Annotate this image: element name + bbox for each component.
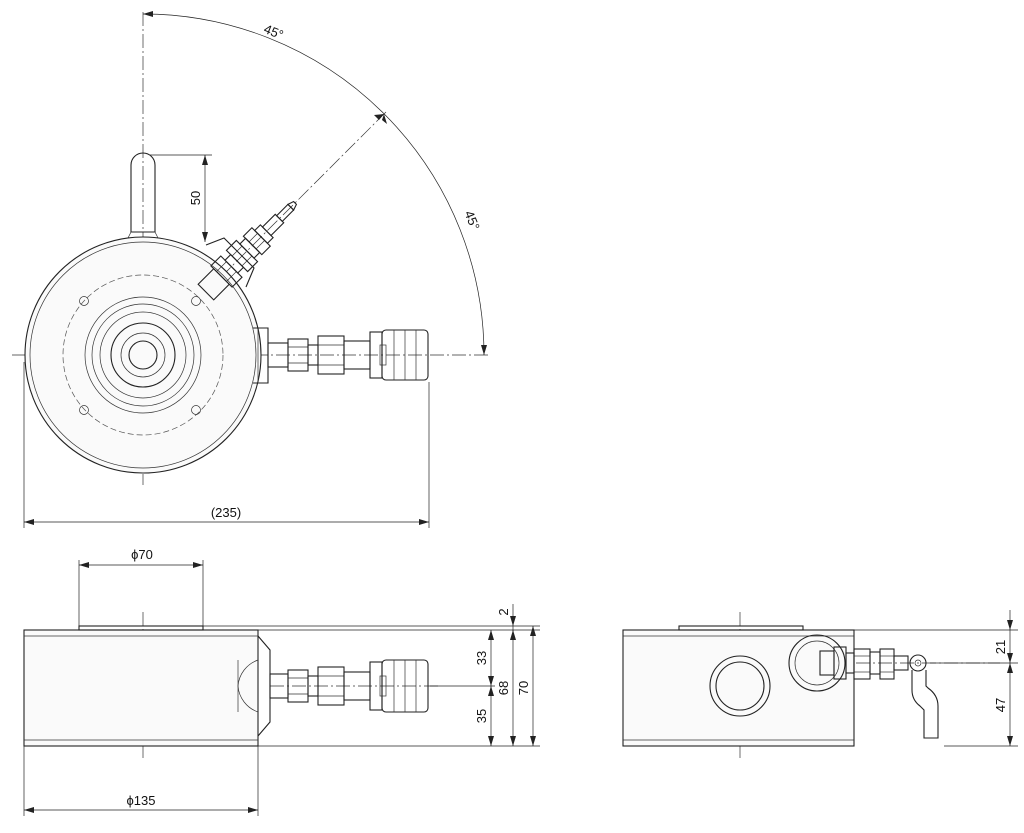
bolt-hole <box>79 405 89 415</box>
bolt-hole <box>79 296 89 306</box>
dimension-top-diameter <box>78 560 204 626</box>
diagonal-fitting <box>197 200 298 301</box>
angle-upper-label: 45° <box>262 21 286 42</box>
port-lower-label: 35 <box>474 709 489 723</box>
top-view: 50 45° 45° (235) <box>12 11 488 528</box>
port-upper-label: 33 <box>474 651 489 665</box>
dimension-front-heights <box>203 604 540 747</box>
side-port-lug <box>788 634 846 692</box>
cylinder-body-top <box>24 236 269 474</box>
top-diameter-label: ϕ70 <box>131 547 153 562</box>
overall-width-label: (235) <box>211 505 241 520</box>
top-step-label: 2 <box>496 608 511 615</box>
side-lower-label: 47 <box>993 698 1008 712</box>
handle-height-label: 50 <box>188 191 203 205</box>
bolt-hole <box>191 405 201 415</box>
dimension-handle-height <box>150 154 212 242</box>
bolt-hole <box>191 296 201 306</box>
side-upper-label: 21 <box>993 640 1008 654</box>
front-coupler <box>269 659 429 713</box>
dimension-body-diameter <box>23 746 259 816</box>
piston-top <box>78 625 204 631</box>
port-total-label: 68 <box>496 681 511 695</box>
body-height-label: 70 <box>516 681 531 695</box>
cylinder-body-side <box>622 629 855 747</box>
side-view: 21 47 <box>622 610 1018 760</box>
angle-lower-label: 45° <box>462 208 483 232</box>
handle-socket <box>709 655 771 717</box>
dimension-angle-arc <box>142 11 487 356</box>
right-coupler <box>267 329 429 381</box>
dimension-side-heights <box>854 610 1018 747</box>
front-view: ϕ70 <box>23 547 540 816</box>
cylinder-body-front <box>23 629 259 747</box>
side-fitting <box>819 646 939 739</box>
body-diameter-label: ϕ135 <box>127 793 156 808</box>
dimension-overall-width <box>23 362 430 528</box>
